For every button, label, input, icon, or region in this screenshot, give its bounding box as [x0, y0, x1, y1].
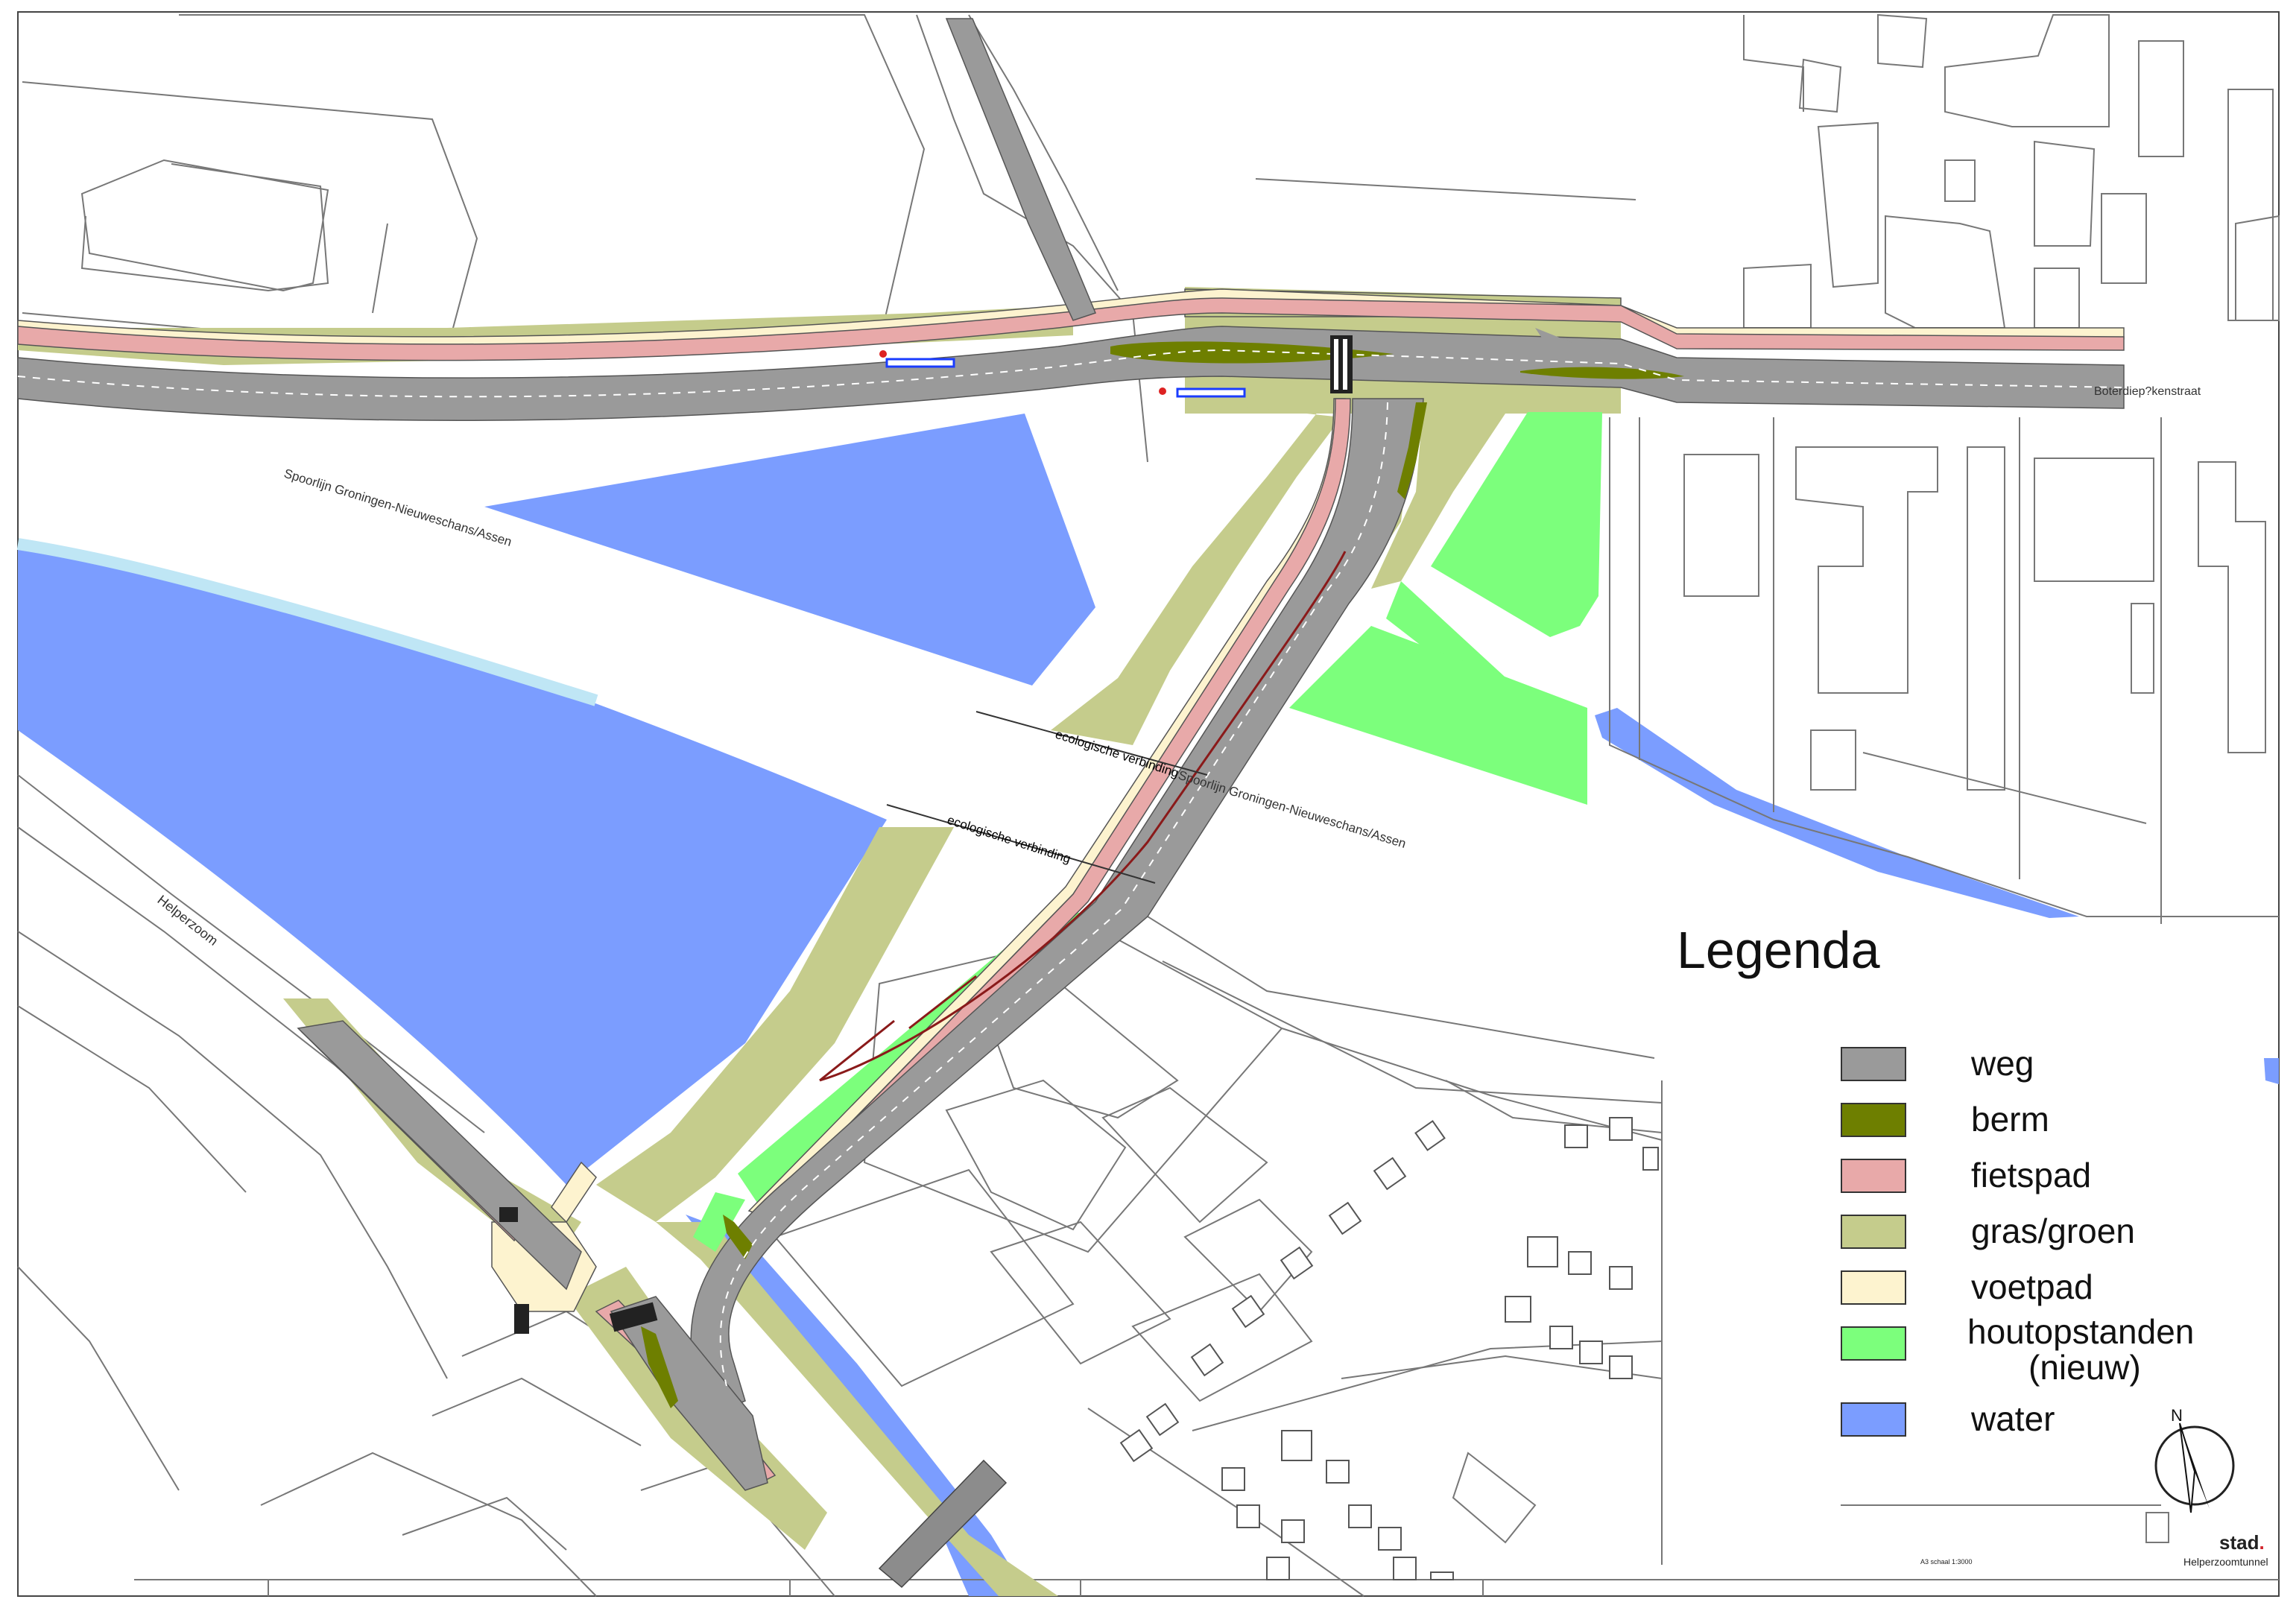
north-letter: N: [2171, 1406, 2183, 1425]
legend-item: [1841, 1101, 1906, 1139]
legend-label: water: [1971, 1399, 2055, 1438]
project-name: Helperzoomtunnel: [2183, 1556, 2268, 1568]
legend-item: [1841, 1269, 1906, 1306]
legend-item: [1841, 1157, 1906, 1194]
brand-text: stad: [2219, 1531, 2259, 1554]
berm-areas: [641, 341, 1684, 1408]
rail-lines: [886, 711, 1208, 884]
legend-swatch: [1841, 1103, 1906, 1137]
legend-title: Legenda: [1677, 921, 1880, 979]
water-ditch-east: [1595, 708, 2079, 918]
bus-stops: [879, 350, 1246, 398]
brand-dot: .: [2259, 1531, 2265, 1554]
water-edge-east: [2264, 1058, 2279, 1084]
legend-label: voetpad: [1971, 1267, 2093, 1306]
crosswalks: [499, 335, 1353, 1334]
legend-label: gras/groen: [1971, 1212, 2135, 1250]
legend-label: fietspad: [1971, 1156, 2092, 1194]
roads: [17, 18, 2125, 1589]
legend-item: [1841, 1325, 1906, 1362]
legend-item: [1841, 1045, 1906, 1083]
houses-southeast: [1119, 1117, 1659, 1580]
curb-lines: [819, 551, 1347, 1082]
water-pond-north: [484, 414, 1095, 686]
legend-label: berm: [1971, 1100, 2049, 1139]
legend-swatch: [1841, 1270, 1906, 1305]
lane-markings: [17, 349, 2125, 1387]
legend-item: [1841, 1213, 1906, 1250]
legend-swatch: [1841, 1215, 1906, 1249]
street-label: Boterdiep?kenstraat: [2094, 385, 2201, 398]
north-arrow-icon: N: [2154, 1406, 2235, 1513]
brand-logo: stad.: [2219, 1531, 2265, 1554]
legend-swatch: [1841, 1047, 1906, 1081]
water-bank: [16, 538, 598, 706]
legend-item: [1841, 1401, 1906, 1438]
scale-label: A3 schaal 1:3000: [1920, 1558, 1973, 1566]
legend-swatch: [1841, 1402, 1906, 1437]
legend-swatch: [1841, 1326, 1906, 1361]
legend-label: houtopstanden(nieuw): [1967, 1312, 2195, 1387]
legend-swatch: [1841, 1159, 1906, 1193]
legend-label: weg: [1971, 1044, 2034, 1083]
water-canal-west: [18, 544, 887, 1185]
